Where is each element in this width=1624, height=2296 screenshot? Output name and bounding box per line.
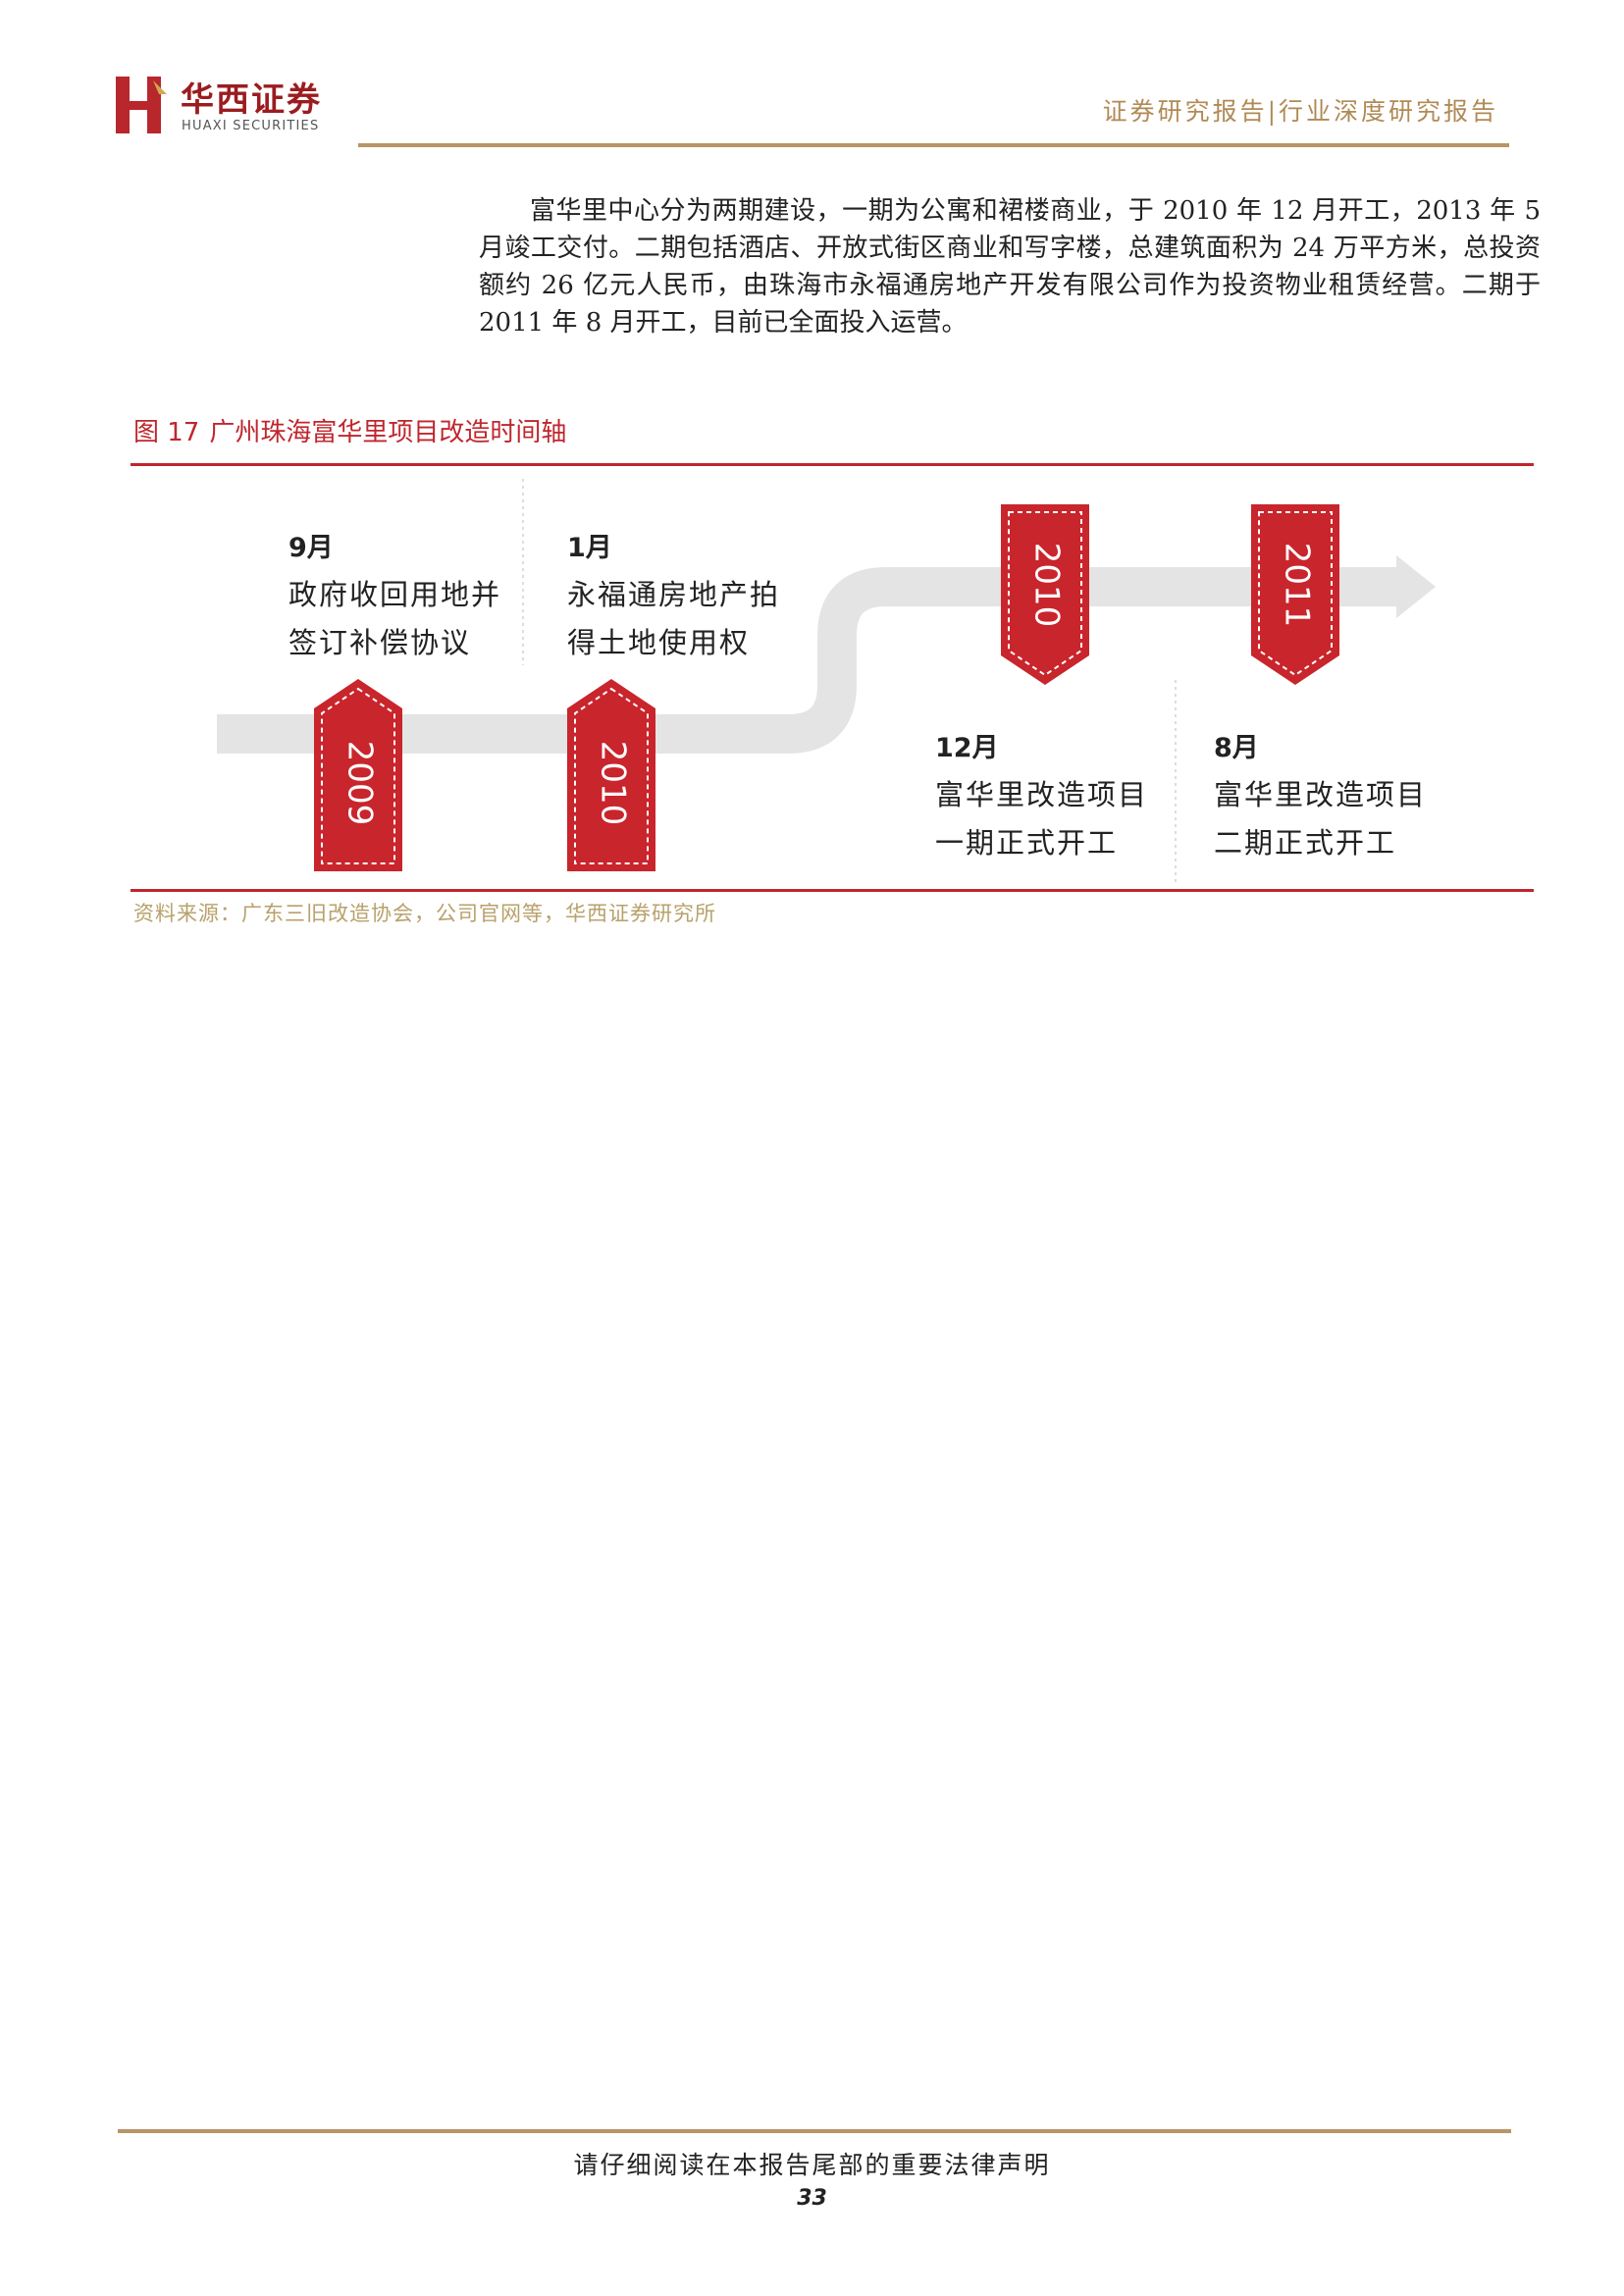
year-tag-2010-a: 2010 (567, 679, 655, 871)
event-1-line2: 签订补偿协议 (288, 626, 472, 659)
figure-top-rule (131, 463, 1534, 466)
company-name-cn: 华西证券 (181, 80, 322, 120)
huaxi-logo-icon (116, 77, 167, 133)
event-3-line2: 一期正式开工 (935, 826, 1119, 860)
page-number: 33 (797, 2186, 827, 2211)
year-label-2009: 2009 (341, 741, 380, 826)
year-tag-2009: 2009 (314, 679, 402, 871)
year-tag-2010-b: 2010 (1001, 504, 1089, 685)
event-2-line1: 永福通房地产拍 (567, 578, 781, 611)
event-4-line2: 二期正式开工 (1214, 826, 1397, 860)
event-2-month: 1月 (567, 533, 612, 563)
figure-source: 资料来源：广东三旧改造协会，公司官网等，华西证券研究所 (133, 902, 716, 925)
figure-title-text: 广州珠海富华里项目改造时间轴 (209, 418, 567, 447)
year-label-2010-b: 2010 (1027, 543, 1067, 628)
event-1-line1: 政府收回用地并 (288, 578, 502, 611)
footer-divider (118, 2129, 1511, 2133)
timeline-arrow (217, 567, 1396, 754)
year-label-2010-a: 2010 (594, 741, 633, 826)
header-divider (358, 143, 1509, 147)
footer-disclaimer: 请仔细阅读在本报告尾部的重要法律声明 (573, 2151, 1051, 2179)
timeline-arrowhead (1396, 555, 1436, 618)
body-paragraph: 富华里中心分为两期建设，一期为公寓和裙楼商业，于 2010 年 12 月开工，2… (479, 196, 1541, 338)
event-4-month: 8月 (1214, 733, 1259, 763)
event-3-line1: 富华里改造项目 (935, 778, 1149, 811)
figure-bottom-rule (131, 889, 1534, 892)
figure-title: 图 17 广州珠海富华里项目改造时间轴 (133, 412, 566, 448)
figure-number: 图 17 (133, 418, 200, 447)
event-2-line2: 得土地使用权 (567, 626, 751, 659)
event-1-month: 9月 (288, 533, 334, 563)
event-4-line1: 富华里改造项目 (1214, 778, 1428, 811)
event-3-month: 12月 (935, 733, 999, 763)
timeline-graphic: 2009 2010 2010 2011 (217, 479, 1436, 886)
company-name-en: HUAXI SECURITIES (182, 119, 320, 133)
year-label-2011: 2011 (1278, 543, 1317, 628)
year-tag-2011: 2011 (1251, 504, 1339, 685)
report-type-label: 证券研究报告|行业深度研究报告 (1102, 97, 1498, 126)
